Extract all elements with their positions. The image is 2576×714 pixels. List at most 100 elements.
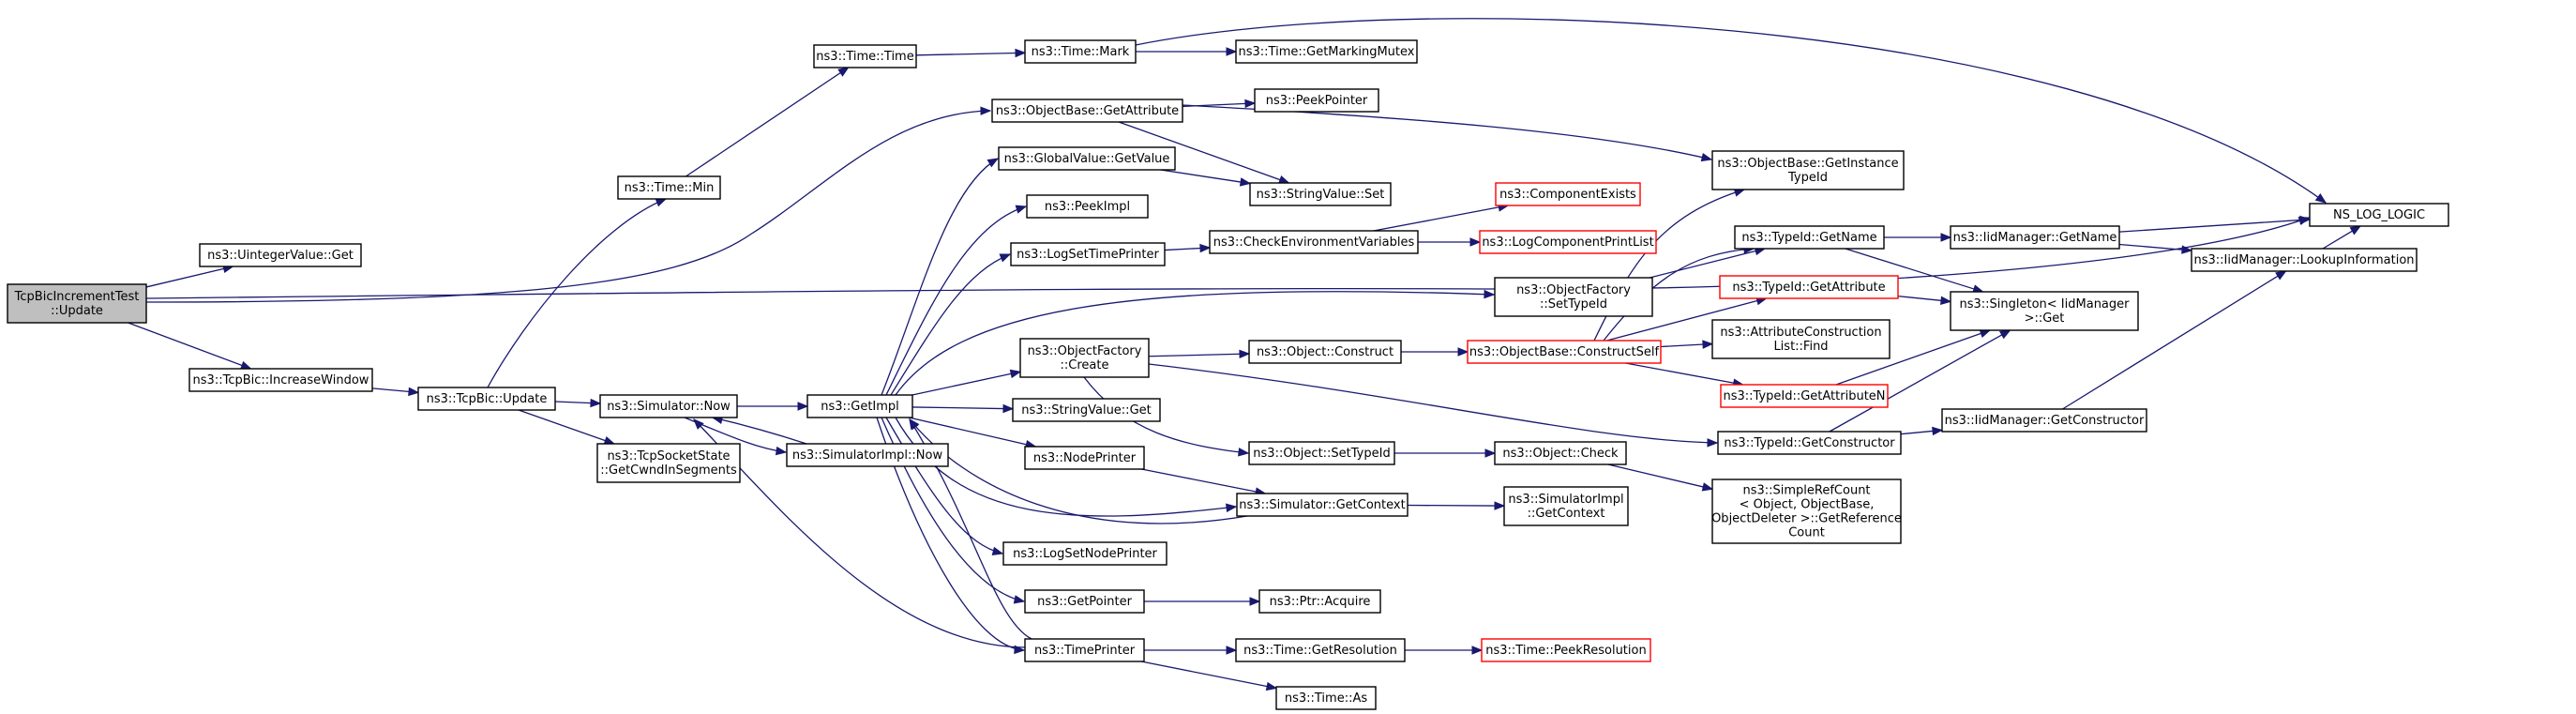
- node-getimpl[interactable]: ns3::GetImpl: [806, 394, 913, 418]
- node-simimplctx[interactable]: ns3::SimulatorImpl::GetContext: [1503, 486, 1629, 526]
- node-box: [998, 146, 1176, 171]
- node-refcount[interactable]: ns3::SimpleRefCount< Object, ObjectBase,…: [1711, 479, 1902, 544]
- node-box: [1002, 541, 1167, 566]
- node-simimplnow[interactable]: ns3::SimulatorImpl::Now: [786, 443, 949, 467]
- node-box: [1026, 194, 1149, 219]
- node-timemin[interactable]: ns3::Time::Min: [617, 175, 721, 200]
- edge-bicupd-to-sockstate: [518, 409, 616, 445]
- node-label: >::Get: [2025, 311, 2065, 326]
- node-simnow[interactable]: ns3::Simulator::Now: [599, 394, 738, 418]
- node-box: [813, 44, 917, 68]
- node-label: ns3::SimpleRefCount: [1742, 484, 1870, 498]
- node-box: [1012, 398, 1161, 422]
- node-label: ns3::TcpBic::IncreaseWindow: [193, 373, 369, 387]
- node-checkenv[interactable]: ns3::CheckEnvironmentVariables: [1209, 230, 1419, 254]
- node-gvget[interactable]: ns3::GlobalValue::GetValue: [998, 146, 1176, 171]
- node-logtime[interactable]: ns3::LogSetTimePrinter: [1010, 242, 1166, 266]
- node-bicupd[interactable]: ns3::TcpBic::Update: [417, 387, 556, 411]
- node-iidgetctor[interactable]: ns3::IidManager::GetConstructor: [1941, 408, 2147, 433]
- node-box: [596, 443, 741, 483]
- node-objconstruct[interactable]: ns3::Object::Construct: [1248, 340, 1402, 364]
- node-iidgetname[interactable]: ns3::IidManager::GetName: [1950, 225, 2120, 250]
- node-ptracquire[interactable]: ns3::Ptr::Acquire: [1258, 589, 1381, 614]
- node-ofsettype[interactable]: ns3::ObjectFactory::SetTypeId: [1494, 277, 1653, 317]
- node-label: ns3::NodePrinter: [1033, 451, 1137, 465]
- node-logcomp[interactable]: ns3::LogComponentPrintList: [1479, 230, 1657, 254]
- node-lookup[interactable]: ns3::IidManager::LookupInformation: [2191, 248, 2418, 272]
- edge-timemark-to-nslog: [1135, 18, 2327, 204]
- node-box: [1495, 182, 1641, 206]
- edge-getimpl-to-ofcreate: [911, 369, 1022, 396]
- edge-iidgetname-to-lookup: [2118, 243, 2193, 254]
- edge-objgetattr-to-getinst: [1182, 104, 1713, 162]
- node-mutex[interactable]: ns3::Time::GetMarkingMutex: [1235, 39, 1418, 64]
- node-nslog[interactable]: NS_LOG_LOGIC: [2309, 203, 2449, 227]
- edge-ofcreate-to-typegetctor: [1148, 363, 1719, 448]
- node-compexists[interactable]: ns3::ComponentExists: [1495, 182, 1641, 206]
- node-box: [1719, 275, 1899, 299]
- edge-typegetname-to-iidgetname: [1884, 233, 1952, 242]
- node-box: [1711, 319, 1891, 359]
- node-typegetattrn[interactable]: ns3::TypeId::GetAttributeN: [1720, 384, 1889, 408]
- node-typegetctor[interactable]: ns3::TypeId::GetConstructor: [1717, 431, 1902, 455]
- node-label: < Object, ObjectBase,: [1740, 498, 1875, 512]
- node-peekres[interactable]: ns3::Time::PeekResolution: [1481, 638, 1651, 662]
- node-timemark[interactable]: ns3::Time::Mark: [1024, 39, 1137, 64]
- node-typegetname[interactable]: ns3::TypeId::GetName: [1734, 225, 1885, 250]
- node-uintget[interactable]: ns3::UintegerValue::Get: [199, 243, 362, 267]
- node-box: [1235, 39, 1418, 64]
- edge-constructself-to-typegetattrn: [1625, 362, 1744, 387]
- node-timeas[interactable]: ns3::Time::As: [1275, 686, 1377, 710]
- node-label: ns3::Simulator::GetContext: [1239, 498, 1405, 512]
- node-timetime[interactable]: ns3::Time::Time: [813, 44, 917, 68]
- edge-getimpl-to-strget: [911, 403, 1015, 414]
- node-label: ns3::IidManager::GetConstructor: [1945, 414, 2145, 428]
- edge-nodeprinter-to-simctx: [1141, 468, 1267, 496]
- node-simctx[interactable]: ns3::Simulator::GetContext: [1236, 493, 1409, 517]
- node-timeprinter[interactable]: ns3::TimePrinter: [1024, 638, 1145, 662]
- node-label: ns3::IidManager::GetName: [1953, 231, 2117, 245]
- node-label: ns3::UintegerValue::Get: [207, 249, 354, 263]
- node-strset[interactable]: ns3::StringValue::Set: [1249, 182, 1392, 206]
- node-singleton[interactable]: ns3::Singleton< IidManager >::Get: [1950, 291, 2139, 331]
- node-box: [1950, 291, 2139, 331]
- edge-typegetname-to-singleton: [1845, 248, 1984, 294]
- edge-lookup-to-nslog: [2322, 225, 2362, 250]
- node-label: ns3::ObjectFactory: [1028, 344, 1142, 358]
- node-label: NS_LOG_LOGIC: [2333, 208, 2425, 222]
- node-box: [617, 175, 721, 200]
- node-label: ns3::StringValue::Set: [1257, 188, 1385, 202]
- node-incwin[interactable]: ns3::TcpBic::IncreaseWindow: [188, 368, 373, 392]
- node-label: ns3::TcpBic::Update: [427, 392, 548, 406]
- edge-constructself-to-getinst: [1593, 188, 1746, 342]
- node-peekptr[interactable]: ns3::PeekPointer: [1254, 88, 1379, 113]
- node-getpointer[interactable]: ns3::GetPointer: [1024, 589, 1145, 614]
- node-constructself[interactable]: ns3::ObjectBase::ConstructSelf: [1467, 340, 1662, 364]
- node-lognode[interactable]: ns3::LogSetNodePrinter: [1002, 541, 1167, 566]
- node-box: [599, 394, 738, 418]
- node-label: ns3::Object::SetTypeId: [1253, 447, 1390, 461]
- node-typegetattr[interactable]: ns3::TypeId::GetAttribute: [1719, 275, 1899, 299]
- edge-typegetctor-to-singleton: [1829, 329, 2011, 433]
- node-objsettype[interactable]: ns3::Object::SetTypeId: [1248, 441, 1395, 465]
- edge-bicupd-to-simnow: [554, 398, 602, 408]
- edge-objcheck-to-refcount: [1607, 463, 1714, 492]
- node-strget[interactable]: ns3::StringValue::Get: [1012, 398, 1161, 422]
- node-sockstate[interactable]: ns3::TcpSocketState::GetCwndInSegments: [596, 443, 741, 483]
- node-label: ns3::Time::PeekResolution: [1485, 644, 1646, 658]
- node-peekimpl[interactable]: ns3::PeekImpl: [1026, 194, 1149, 219]
- node-nodeprinter[interactable]: ns3::NodePrinter: [1024, 446, 1145, 470]
- node-getres[interactable]: ns3::Time::GetResolution: [1235, 638, 1406, 662]
- node-label: ns3::LogSetTimePrinter: [1017, 248, 1159, 262]
- node-objcheck[interactable]: ns3::Object::Check: [1494, 441, 1627, 465]
- node-ofcreate[interactable]: ns3::ObjectFactory::Create: [1019, 338, 1150, 378]
- edge-simimplnow-to-simnow: [711, 415, 807, 445]
- edge-checkenv-to-compexists: [1373, 203, 1510, 232]
- node-objgetattr[interactable]: ns3::ObjectBase::GetAttribute: [991, 99, 1183, 123]
- node-label: ::SetTypeId: [1540, 297, 1607, 311]
- edge-typegetctor-to-iidgetctor: [1900, 426, 1944, 436]
- node-label: ns3::GlobalValue::GetValue: [1004, 152, 1170, 166]
